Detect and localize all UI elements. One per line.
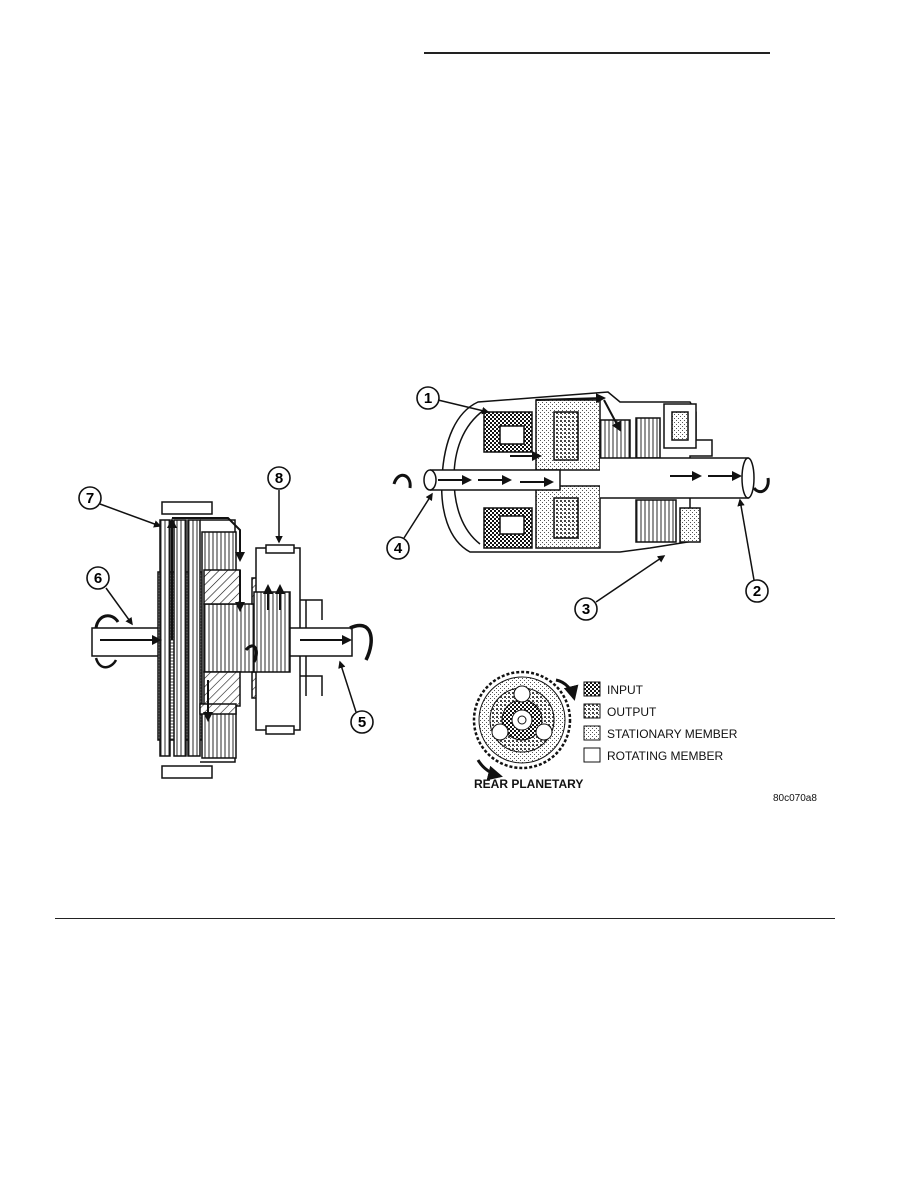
legend-item-stationary: STATIONARY MEMBER: [583, 725, 738, 741]
callout-1-label: 1: [424, 390, 432, 407]
rear-planetary-gear: [472, 670, 579, 781]
callout-6-label: 6: [94, 570, 102, 587]
figure-code: 80c070a8: [773, 793, 817, 804]
schematic-left: [91, 501, 373, 779]
legend-item-input: INPUT: [583, 681, 644, 697]
callout-6: 6: [86, 566, 133, 626]
callout-3-label: 3: [582, 601, 590, 618]
bottom-rule: [55, 918, 835, 919]
callout-4-label: 4: [394, 540, 403, 557]
callout-2-label: 2: [753, 583, 761, 600]
figure-caption: REAR PLANETARY: [474, 777, 583, 791]
legend: INPUT OUTPUT STATIONARY MEMBER ROTATING …: [583, 681, 738, 763]
top-rule: [424, 52, 770, 54]
callout-8-label: 8: [275, 470, 283, 487]
callout-7-label: 7: [86, 490, 94, 507]
callout-5: 5: [338, 660, 374, 734]
transmission-cutaway: [392, 391, 770, 553]
callout-3: 3: [574, 555, 666, 621]
callout-2: 2: [737, 498, 769, 603]
callout-5-label: 5: [358, 714, 366, 731]
legend-item-rotating: ROTATING MEMBER: [583, 747, 724, 763]
callout-7: 7: [78, 486, 162, 528]
legend-output-label: OUTPUT: [607, 705, 657, 719]
legend-input-label: INPUT: [607, 683, 644, 697]
callout-4: 4: [386, 492, 433, 560]
legend-stationary-label: STATIONARY MEMBER: [607, 727, 738, 741]
legend-rotating-label: ROTATING MEMBER: [607, 749, 724, 763]
callout-1: 1: [416, 386, 490, 415]
legend-item-output: OUTPUT: [583, 703, 657, 719]
callout-8: 8: [267, 466, 291, 544]
